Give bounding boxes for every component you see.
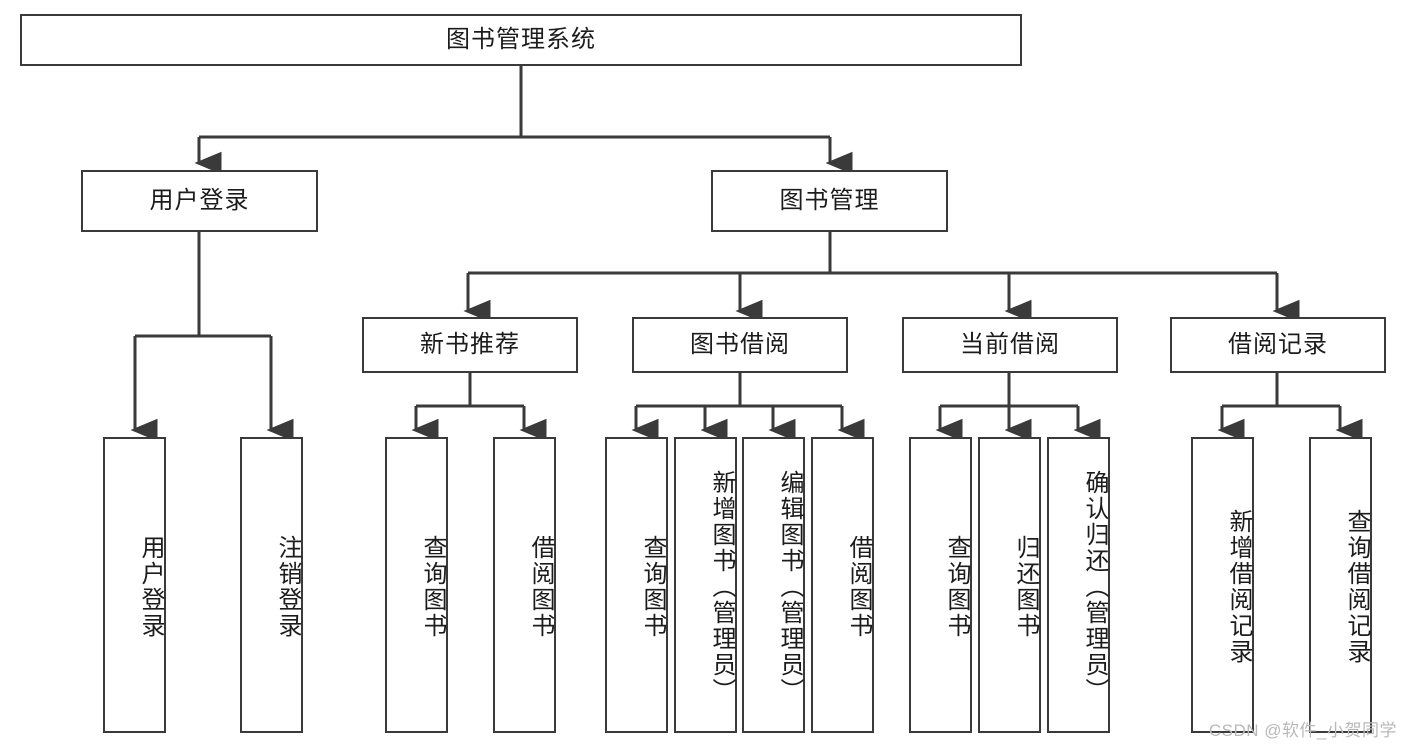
node-label: 新书推荐 (420, 331, 520, 358)
node-label: 借阅图书 (527, 535, 554, 639)
node-leaf-query-book-1[interactable]: 查询图书 (385, 437, 448, 733)
node-label: 图书管理 (779, 187, 880, 214)
node-label: 编辑图书（管理员） (776, 470, 803, 704)
node-leaf-add-record[interactable]: 新增借阅记录 (1191, 437, 1254, 733)
node-label: 查询图书 (639, 535, 666, 639)
node-label: 图书管理系统 (446, 26, 596, 53)
node-new-book-recommend[interactable]: 新书推荐 (362, 317, 578, 373)
node-label: 图书借阅 (690, 331, 790, 358)
node-label: 当前借阅 (960, 331, 1060, 358)
node-label: 注销登录 (274, 535, 301, 639)
node-label: 查询图书 (943, 535, 970, 639)
node-leaf-confirm-return[interactable]: 确认归还（管理员） (1047, 437, 1110, 733)
node-label: 用户登录 (137, 535, 164, 639)
node-label: 归还图书 (1012, 535, 1039, 639)
node-label: 借阅图书 (845, 535, 872, 639)
node-leaf-borrow-book-2[interactable]: 借阅图书 (811, 437, 874, 733)
node-book-manage[interactable]: 图书管理 (711, 170, 948, 232)
node-leaf-query-book-2[interactable]: 查询图书 (605, 437, 668, 733)
node-book-borrow[interactable]: 图书借阅 (632, 317, 848, 373)
node-leaf-user-logout[interactable]: 注销登录 (240, 437, 303, 733)
node-current-borrow[interactable]: 当前借阅 (902, 317, 1118, 373)
node-leaf-add-book[interactable]: 新增图书（管理员） (674, 437, 737, 733)
node-leaf-edit-book[interactable]: 编辑图书（管理员） (742, 437, 805, 733)
node-label: 确认归还（管理员） (1081, 470, 1108, 704)
node-label: 查询图书 (419, 535, 446, 639)
node-leaf-return-book[interactable]: 归还图书 (978, 437, 1041, 733)
node-user-login[interactable]: 用户登录 (81, 170, 318, 232)
node-label: 用户登录 (149, 187, 250, 214)
node-root-title[interactable]: 图书管理系统 (20, 14, 1022, 66)
node-label: 新增借阅记录 (1225, 509, 1252, 665)
node-leaf-borrow-book-1[interactable]: 借阅图书 (493, 437, 556, 733)
csdn-watermark: CSDN @软件_小贺同学 (1208, 721, 1397, 740)
node-label: 查询借阅记录 (1343, 509, 1370, 665)
node-leaf-user-login[interactable]: 用户登录 (103, 437, 166, 733)
node-label: 新增图书（管理员） (708, 470, 735, 704)
node-leaf-query-book-3[interactable]: 查询图书 (909, 437, 972, 733)
node-leaf-query-record[interactable]: 查询借阅记录 (1309, 437, 1372, 733)
node-label: 借阅记录 (1228, 331, 1328, 358)
node-borrow-record[interactable]: 借阅记录 (1170, 317, 1386, 373)
